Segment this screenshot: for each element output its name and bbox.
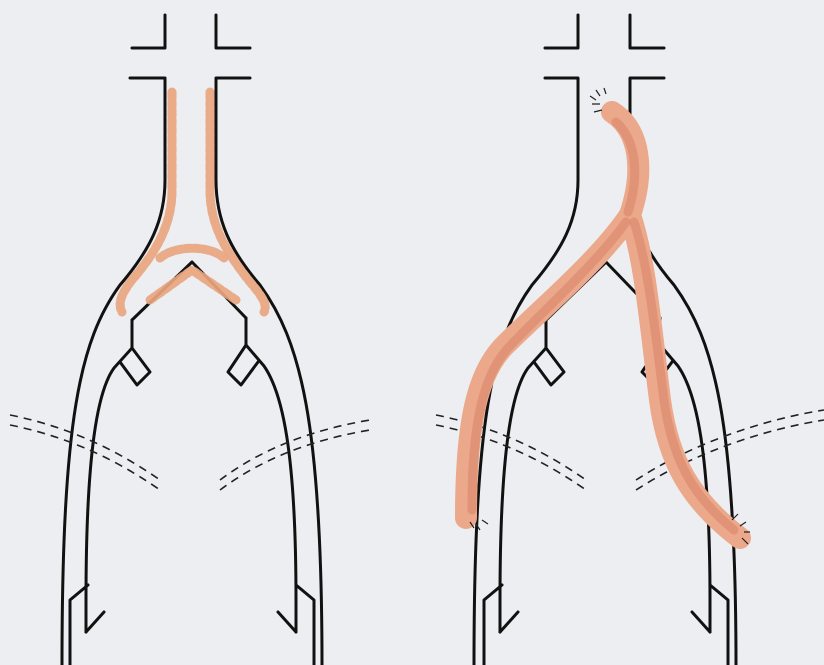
left-iliac-inner-wall-right: [246, 318, 296, 632]
plaque-crotch: [150, 270, 236, 300]
left-inguinal-ligament-left-2: [10, 425, 160, 490]
right-lower-branch-right-2: [692, 612, 710, 632]
right-panel: [436, 15, 824, 665]
left-lower-branch-right-2: [278, 612, 296, 632]
right-internal-iliac-branch-left: [534, 348, 564, 385]
right-aorta-top-left-wall: [545, 15, 578, 48]
plaque-crotch-inner: [160, 248, 224, 258]
left-aorta-top-left-wall: [132, 15, 165, 48]
right-aorta-top-right-wall: [630, 15, 664, 48]
left-panel: [10, 15, 370, 665]
left-aorta-top-right-wall: [216, 15, 250, 48]
left-lower-branch-right: [296, 585, 314, 665]
right-lower-branch-right: [710, 585, 728, 665]
left-internal-iliac-branch-left: [120, 348, 150, 385]
right-lower-branch-left-2: [500, 612, 518, 632]
bifurcated-graft: [466, 112, 740, 538]
left-inguinal-ligament-left: [10, 415, 160, 480]
left-lower-branch-left-2: [86, 612, 104, 632]
left-internal-iliac-branch-right: [228, 345, 258, 385]
